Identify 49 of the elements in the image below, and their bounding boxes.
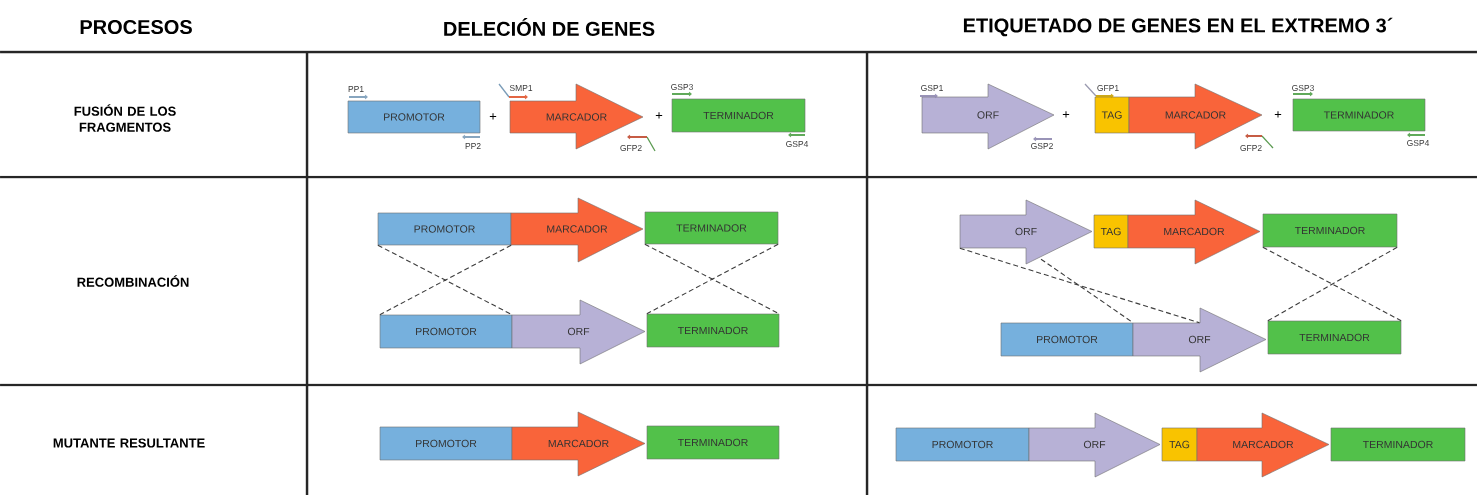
gene-box: TERMINADOR <box>644 211 779 245</box>
plus-sign: + <box>1062 111 1070 118</box>
gene-box: TERMINADOR <box>1330 427 1466 462</box>
column-header: DELECIÓN DE GENES <box>444 18 655 36</box>
gene-box: TERMINADOR <box>646 425 780 460</box>
primer-label: GFP2 <box>620 145 642 151</box>
column-header: PROCESOS <box>80 19 192 35</box>
row-header: FUSIÓN DE LOS FRAGMENTOS <box>74 104 176 132</box>
primer-label: GSP2 <box>1031 143 1053 149</box>
primer-label: GFP2 <box>1240 145 1262 151</box>
gene-box: TAG <box>1094 96 1130 134</box>
gene-segment: MARCADOR <box>511 411 646 477</box>
gene-segment: ORF <box>511 299 646 365</box>
gene-box: PROMOTOR <box>377 212 512 246</box>
primer-label: GSP3 <box>1292 85 1314 91</box>
primer-label: SMP1 <box>509 85 533 91</box>
gene-box: PROMOTOR <box>347 100 481 134</box>
gene-box: PROMOTOR <box>1000 322 1134 357</box>
gene-segment: MARCADOR <box>1196 412 1330 478</box>
plus-sign: + <box>1274 111 1282 118</box>
gene-box: TERMINADOR <box>1292 98 1426 132</box>
gene-segment: ORF <box>1132 307 1267 373</box>
primer-label: GSP3 <box>671 84 693 90</box>
crossover-line <box>1040 258 1134 324</box>
gene-segment: ORF <box>1028 412 1161 478</box>
primer-label: PP2 <box>465 143 481 149</box>
gene-box: TERMINADOR <box>646 313 780 348</box>
row-header: RECOMBINACIÓN <box>77 275 189 287</box>
gene-box: PROMOTOR <box>379 426 513 461</box>
gene-box: TAG <box>1093 214 1129 249</box>
primer-label: PP1 <box>348 86 364 92</box>
primer-label: GSP4 <box>1407 140 1430 146</box>
plus-sign: + <box>655 112 663 119</box>
gene-segment: MARCADOR <box>510 197 644 263</box>
column-header: ETIQUETADO DE GENES EN EL EXTREMO 3´ <box>963 17 1393 37</box>
primer-label: GSP1 <box>921 85 943 91</box>
gene-box: PROMOTOR <box>895 427 1030 462</box>
gene-box: TERMINADOR <box>1262 213 1398 248</box>
primer-label: GFP1 <box>1097 85 1119 91</box>
plus-sign: + <box>489 113 497 120</box>
crossover-line <box>959 247 1201 324</box>
primer-label: GSP4 <box>786 141 809 147</box>
gene-segment: ORF <box>959 199 1093 265</box>
gene-segment: MARCADOR <box>1127 199 1261 265</box>
gene-box: TAG <box>1161 427 1198 462</box>
gene-box: PROMOTOR <box>379 314 513 349</box>
row-header: MUTANTE RESULTANTE <box>53 438 205 448</box>
gene-box: TERMINADOR <box>1267 320 1402 355</box>
gene-box: TERMINADOR <box>671 98 806 133</box>
